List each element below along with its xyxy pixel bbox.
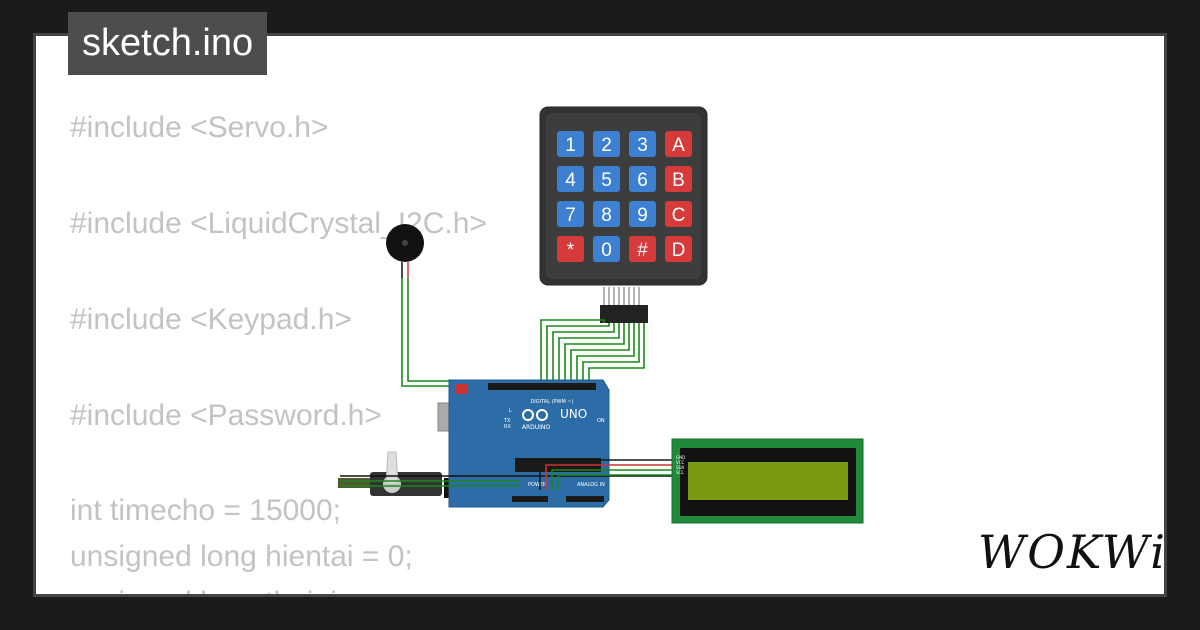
code-preview: #include <Servo.h> #include <LiquidCryst… <box>70 104 487 594</box>
keypad-key[interactable] <box>593 131 620 157</box>
analog-label: ANALOG IN <box>577 482 605 488</box>
file-tab[interactable]: sketch.ino <box>68 12 268 75</box>
arduino-logo-icon <box>522 409 548 421</box>
arduino-uno[interactable]: DIGITAL (PWM ~) UNO ARDUINO L TX RX ON P… <box>437 379 610 508</box>
keypad-key[interactable] <box>557 201 584 227</box>
power-label: POWER <box>528 482 547 488</box>
tx-label: TX <box>503 418 511 424</box>
keypad-key[interactable] <box>593 236 620 262</box>
keypad-key-label: 5 <box>601 170 612 191</box>
keypad-key-label: C <box>672 205 686 226</box>
lcd-wires <box>539 459 672 490</box>
lcd-16x2[interactable]: GND VCC SDA SCL <box>671 438 864 524</box>
code-line: int timecho = 15000; <box>70 494 342 527</box>
lcd-pin-label: SDA <box>676 465 685 470</box>
uno-label: UNO <box>560 407 587 421</box>
keypad-key[interactable] <box>665 131 692 157</box>
keypad-wires <box>540 319 645 386</box>
wokwi-logo: WOKWi <box>978 525 1167 579</box>
on-label: ON <box>597 418 605 424</box>
keypad-key-label: D <box>672 240 686 261</box>
keypad-key-label: # <box>637 240 648 261</box>
keypad-key-label: 7 <box>565 205 576 226</box>
keypad-key-label: 3 <box>637 135 648 156</box>
keypad-key-label: 2 <box>601 135 612 156</box>
arduino-brand: ARDUINO <box>522 424 551 431</box>
keypad-key-label: 9 <box>637 205 648 226</box>
code-line: unsigned long hientai = 0; <box>70 540 413 573</box>
l-label: L <box>509 408 512 414</box>
code-line: #include <Servo.h> <box>70 111 329 144</box>
keypad-key-label: 4 <box>565 170 576 191</box>
keypad-key-label: 1 <box>565 135 576 156</box>
code-line: unsigned long thoigian; <box>70 580 487 594</box>
keypad-key[interactable] <box>593 201 620 227</box>
keypad-key-label: A <box>672 135 685 156</box>
lcd-pin-label: SCL <box>676 470 684 475</box>
keypad-key[interactable] <box>557 236 584 262</box>
keypad-key[interactable] <box>665 236 692 262</box>
keypad-key-label: B <box>672 170 685 191</box>
keypad-key[interactable] <box>629 131 656 157</box>
keypad-4x4[interactable]: 1 2 3 A 4 5 6 B 7 8 9 C * 0 # D <box>539 106 708 323</box>
keypad-key-label: 6 <box>637 170 648 191</box>
servo-wires <box>340 475 672 487</box>
keypad-key[interactable] <box>629 236 656 262</box>
keypad-key[interactable] <box>665 201 692 227</box>
code-line: #include <Password.h> <box>70 399 382 432</box>
file-tab-label: sketch.ino <box>82 22 254 64</box>
rx-label: RX <box>504 424 511 430</box>
keypad-keys: 1 2 3 A 4 5 6 B 7 8 9 C * 0 # D <box>557 131 692 262</box>
digital-label: DIGITAL (PWM ~) <box>530 399 573 405</box>
keypad-key[interactable] <box>557 166 584 192</box>
keypad-key[interactable] <box>629 201 656 227</box>
buzzer[interactable] <box>386 224 424 278</box>
keypad-key[interactable] <box>629 166 656 192</box>
code-line: #include <LiquidCrystal_I2C.h> <box>70 207 487 240</box>
keypad-key[interactable] <box>665 166 692 192</box>
keypad-key-label: 8 <box>601 205 612 226</box>
servo-motor[interactable] <box>338 451 442 496</box>
keypad-key-label: 0 <box>601 240 612 261</box>
lcd-pin-label: VCC <box>676 460 685 465</box>
keypad-key[interactable] <box>557 131 584 157</box>
buzzer-wires <box>401 278 471 387</box>
keypad-key-label: * <box>567 240 575 261</box>
lcd-pin-label: GND <box>676 455 685 460</box>
keypad-key[interactable] <box>593 166 620 192</box>
code-line: #include <Keypad.h> <box>70 303 352 336</box>
